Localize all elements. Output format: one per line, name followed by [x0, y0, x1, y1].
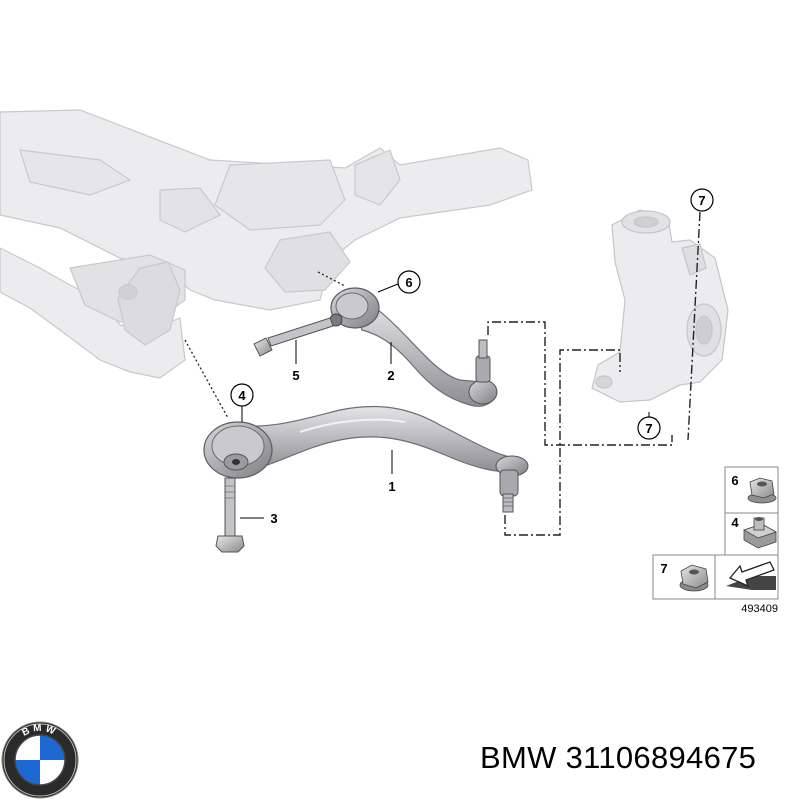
flange-nut-icon — [747, 477, 777, 504]
connection-lines — [487, 211, 701, 536]
callout-6: 6 — [377, 270, 421, 294]
leader-lines — [184, 271, 346, 419]
parts-legend — [652, 466, 779, 600]
callout-7-bottom-label: 7 — [645, 421, 652, 436]
bolt-5 — [253, 317, 334, 357]
callout-2-label: 2 — [387, 368, 394, 383]
callout-1-label: 1 — [388, 479, 395, 494]
legend-item-4: 4 — [731, 515, 777, 549]
callout-5-label: 5 — [292, 368, 299, 383]
part-number-caption: BMW 31106894675 — [480, 740, 757, 775]
replace-arrow-icon — [726, 561, 776, 590]
callout-7-top-label: 7 — [698, 193, 705, 208]
logo-letters: BMW — [20, 723, 59, 739]
callout-3: 3 — [240, 511, 278, 526]
subframe — [0, 109, 533, 379]
callout-4-label: 4 — [238, 388, 246, 403]
bmw-roundel-logo: BMW — [1, 721, 79, 799]
bolt-3 — [215, 477, 245, 553]
diagram-number: 493409 — [741, 603, 778, 615]
square-nut-icon — [743, 517, 777, 549]
callout-5: 5 — [292, 340, 300, 383]
callout-7-bottom: 7 — [637, 412, 661, 440]
legend-item-7: 7 — [660, 561, 709, 592]
legend-4-number: 4 — [731, 515, 739, 530]
callout-4: 4 — [230, 383, 254, 422]
callout-3-label: 3 — [270, 511, 277, 526]
callout-7-top: 7 — [690, 188, 714, 212]
callout-2: 2 — [387, 342, 395, 383]
upper-control-arm — [329, 287, 498, 407]
callout-6-label: 6 — [405, 275, 412, 290]
legend-7-number: 7 — [660, 561, 667, 576]
legend-item-6: 6 — [731, 473, 777, 504]
callout-1: 1 — [388, 450, 396, 494]
wheel-carrier — [591, 209, 729, 403]
lower-control-arm — [203, 405, 529, 513]
hex-nut-icon — [679, 564, 709, 592]
legend-6-number: 6 — [731, 473, 738, 488]
